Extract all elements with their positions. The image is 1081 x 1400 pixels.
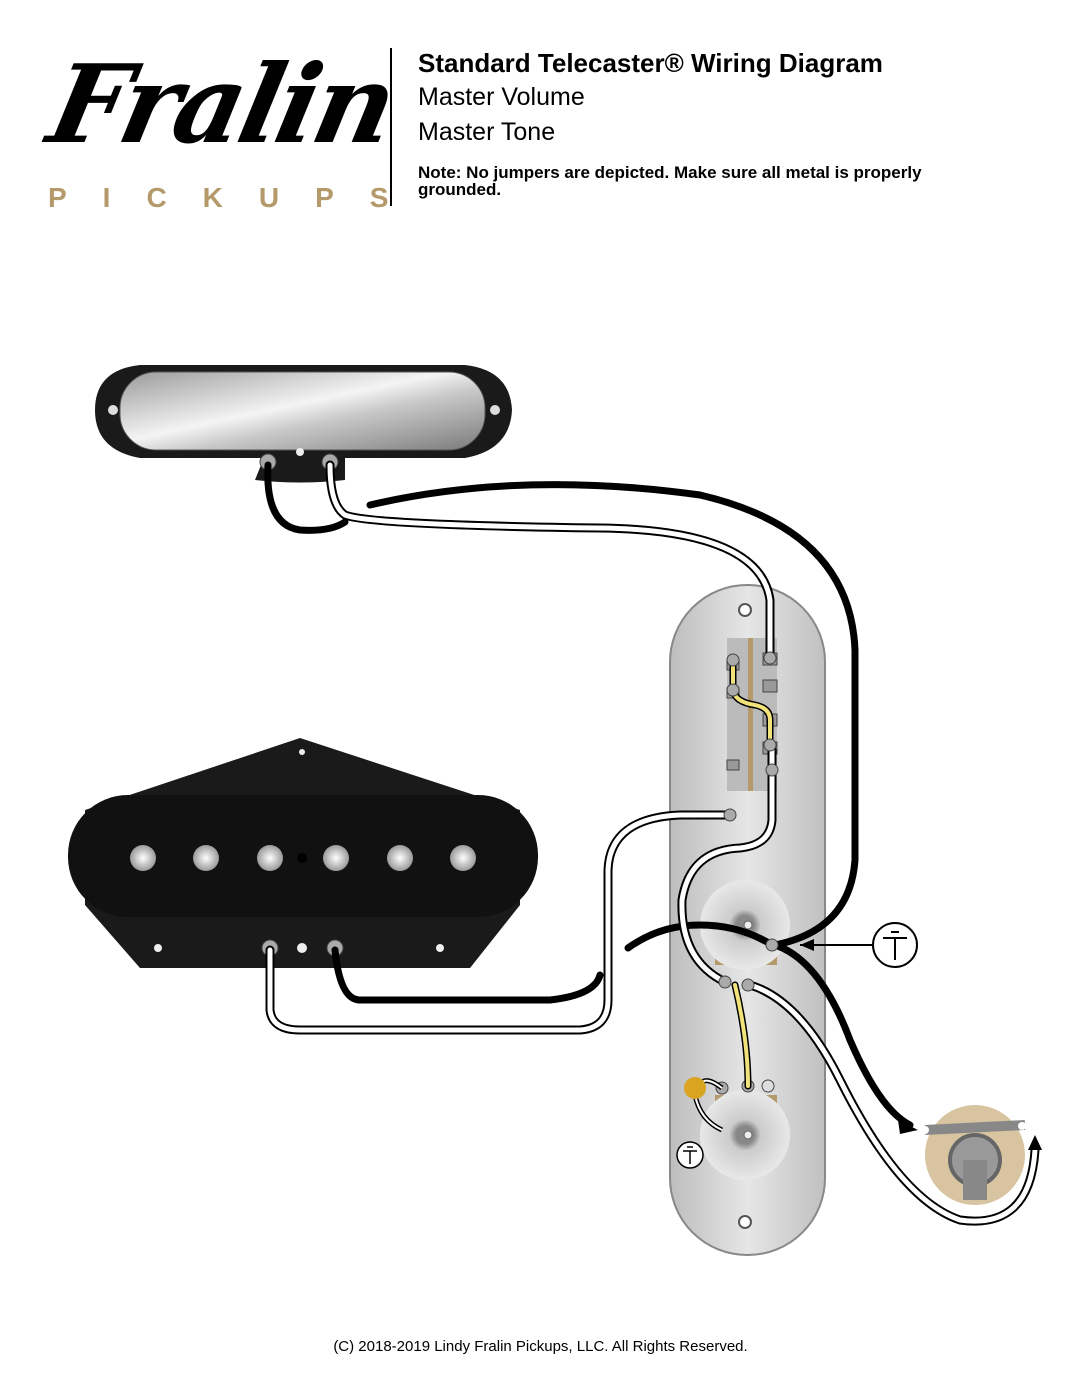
neck-ground-to-volume — [366, 481, 859, 949]
ground-symbol-icon — [800, 922, 918, 968]
bridge-black-wire-2 — [624, 921, 776, 952]
neck-pickup — [95, 365, 512, 483]
logo-sub-text: PICKUPS — [48, 182, 425, 213]
tone-ground-symbol-icon — [676, 1141, 704, 1169]
wires — [264, 460, 1042, 1226]
bridge-black-wire — [331, 946, 604, 1004]
ground-to-jack — [771, 941, 914, 1129]
header-divider — [390, 48, 392, 206]
fralin-logo: Fralin PICKUPS — [39, 40, 404, 220]
tone-capacitor — [684, 1077, 724, 1133]
header: Standard Telecaster® Wiring Diagram Mast… — [418, 46, 978, 198]
output-jack — [921, 1105, 1026, 1205]
hot-wires — [265, 460, 1042, 1226]
subtitle-tone: Master Tone — [418, 118, 556, 146]
subtitle-volume: Master Volume — [418, 83, 585, 111]
bridge-pickup — [68, 738, 538, 968]
neck-ground-wire — [264, 461, 349, 534]
diagram-title: Standard Telecaster® Wiring Diagram — [418, 48, 883, 78]
grounding-note: Note: No jumpers are depicted. Make sure… — [418, 163, 922, 199]
copyright-footer: (C) 2018-2019 Lindy Fralin Pickups, LLC.… — [333, 1338, 748, 1355]
arrow-to-jack — [898, 1120, 918, 1134]
